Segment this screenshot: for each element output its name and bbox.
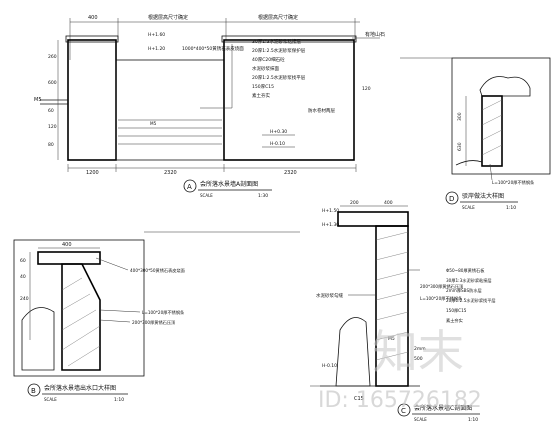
dim-top-mid2: 根据层高尺寸确定: [258, 14, 298, 21]
callout-line: 1000*400*50黄锈石表皮烧面: [182, 45, 244, 52]
dim-c-top: 400: [384, 200, 393, 206]
wall-right: [223, 39, 355, 161]
detail-b-ratio: 1:10: [114, 397, 124, 403]
dim-bottom: 1200: [86, 170, 99, 176]
detail-b-callout: L=100*20厚不锈钢条: [142, 309, 185, 316]
dim-b-left: 60: [20, 258, 26, 264]
label-m5-left: M5: [34, 97, 42, 103]
dim-b-left: 240: [20, 296, 29, 302]
dim-b-left: 40: [20, 274, 26, 280]
detail-b-frame: [13, 239, 145, 377]
dim-d: 300: [457, 112, 463, 121]
callout-line: 30厚1:3水泥砂浆粘接层: [446, 277, 492, 284]
watermark: 知末 ID: 165726182: [318, 325, 482, 413]
dim-d: 630: [457, 142, 463, 151]
detail-c-scale: SCALE: [414, 417, 427, 422]
spout-wall: [61, 263, 101, 371]
section-a-scale: SCALE: [200, 193, 213, 198]
callout-line: 20厚1:2.5水泥砂浆找平层: [252, 74, 306, 81]
elev-c: H+1.30: [322, 222, 339, 228]
label-m5-inner: M5: [150, 121, 157, 126]
dim-right: 120: [362, 86, 371, 92]
watermark-id: ID: 165726182: [318, 388, 482, 413]
callout-line: 素土夯实: [252, 92, 270, 99]
callout-line: 150厚C15: [252, 84, 274, 90]
detail-b-scale: SCALE: [44, 397, 57, 402]
detail-c-callout-mid: 200*300厚黄锈石压顶: [420, 283, 464, 290]
detail-b-title: 会所落水景墙出水口大样图: [44, 384, 116, 392]
detail-d-ratio: 1:10: [506, 205, 516, 211]
detail-b-id: B: [31, 387, 36, 395]
dim-c-top: 200: [350, 200, 359, 206]
section-a-ratio: 1:30: [258, 193, 268, 199]
coping-c: [337, 211, 409, 227]
detail-d-callout: L=100*20厚不锈钢条: [492, 179, 535, 186]
wall-section: [481, 95, 503, 167]
rock-shape: [335, 317, 371, 387]
elev-1: H+1.60: [148, 32, 165, 38]
detail-c-callout-mid2: L=100*20厚不锈钢条: [420, 295, 463, 302]
elev-2: H+1.20: [148, 46, 165, 52]
callout-line: Φ50~80厚黄锈石板: [446, 267, 485, 274]
detail-c-dim-bottom: C15: [354, 396, 364, 402]
wall-left-column: [67, 39, 117, 161]
dim-bottom: 2320: [284, 170, 297, 176]
detail-c-callouts: Φ50~80厚黄锈石板 30厚1:3水泥砂浆粘接层 2mm厚SBS防水层 20厚…: [446, 267, 496, 324]
rock-shape: [21, 307, 55, 371]
dim-left: 60: [48, 108, 54, 114]
detail-c: 200 400 H+1.50 H+1.30 H-0.10 水泥砂浆勾缝 Φ50~…: [310, 200, 496, 423]
dim-top-mid1: 根据层高尺寸确定: [148, 14, 188, 21]
dim-left: 80: [48, 142, 54, 148]
elev-c: H-0.10: [322, 363, 337, 369]
callout-line: 40厚C20细石砼: [252, 56, 285, 63]
callout-r: 防水卷材两层: [308, 107, 335, 114]
detail-b-callout: 200*300厚黄锈石压顶: [132, 319, 176, 326]
callout-line: 2mm厚SBS防水层: [446, 287, 482, 294]
callout-line: 30厚1:3水泥砂浆粘接层: [252, 38, 301, 45]
callout-line: 20厚1:2.5水泥砂浆保护层: [252, 47, 306, 54]
detail-c-dim-right: 2mm: [414, 346, 426, 352]
dim-b-top: 400: [62, 242, 72, 248]
callout-line: 素土夯实: [446, 317, 463, 324]
callout-line: 20厚1:2.5水泥砂浆找平层: [446, 297, 496, 304]
detail-b-callout: 400*300*50黄锈石表皮烧面: [130, 267, 185, 274]
elev-c: H+1.50: [322, 208, 339, 214]
elev-4: H-0.10: [270, 141, 285, 147]
dim-left: 260: [48, 54, 57, 60]
detail-d-frame: [451, 57, 551, 175]
detail-d-scale: SCALE: [462, 205, 475, 210]
callout-line: 150厚C15: [446, 308, 467, 314]
dim-bottom: 2320: [164, 170, 177, 176]
wall-middle: [115, 59, 225, 161]
section-a-id: A: [187, 183, 192, 191]
detail-d: 300 630 L=100*20厚不锈钢条 D 驳岸做法大样图 SCALE 1:…: [445, 57, 551, 211]
detail-d-id: D: [449, 195, 454, 203]
detail-d-title: 驳岸做法大样图: [462, 192, 504, 200]
label-m5-c: M5: [388, 336, 395, 342]
coping-stone: [37, 251, 101, 265]
rock-shape: [479, 76, 531, 97]
section-a: 400 根据层高尺寸确定 根据层高尺寸确定 有地山石 M5 M5 H+1.60 …: [34, 14, 385, 199]
detail-b: 400 60 40 240 400*300*50黄锈石表皮烧面 L=100*20…: [13, 239, 185, 403]
section-a-callouts: 1000*400*50黄锈石表皮烧面 30厚1:3水泥砂浆粘接层 20厚1:2.…: [182, 38, 306, 99]
detail-c-callout-left: 水泥砂浆勾缝: [316, 292, 343, 299]
section-a-title: 会所落水景墙A剖面图: [200, 180, 258, 188]
watermark-logo: 知末: [372, 325, 464, 379]
elev-3: H+0.30: [270, 129, 287, 135]
detail-c-id: C: [401, 407, 406, 415]
callout-line: 水泥砂浆抹面: [252, 65, 279, 72]
detail-c-dim-right: 500: [414, 356, 423, 362]
dim-left: 120: [48, 124, 57, 130]
note-top-right: 有地山石: [365, 31, 385, 38]
detail-c-ratio: 1:10: [468, 417, 478, 423]
dim-top-left: 400: [88, 15, 98, 21]
dim-left: 600: [48, 80, 57, 86]
detail-c-title: 会所落水景墙C剖面图: [414, 404, 472, 412]
